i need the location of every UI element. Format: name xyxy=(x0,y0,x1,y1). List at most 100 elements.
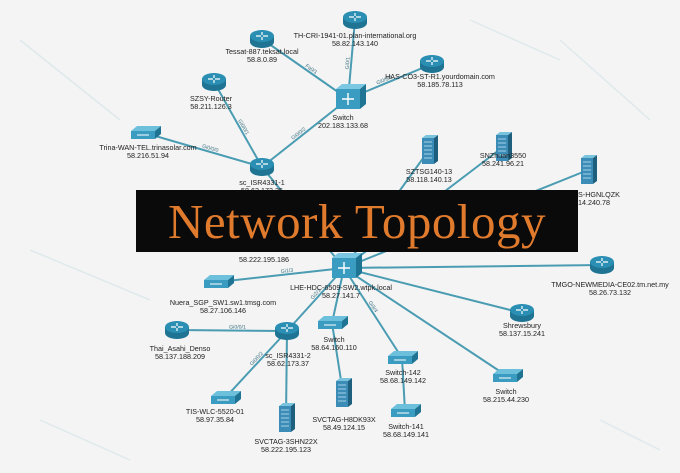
switch-icon[interactable] xyxy=(211,391,241,404)
device-node[interactable]: TH-CRI-1941-01.plan-international.org58.… xyxy=(294,11,417,48)
device-ip: 58.185.78.113 xyxy=(417,80,462,89)
switch-icon[interactable] xyxy=(493,369,523,382)
server-icon[interactable] xyxy=(422,135,438,164)
nodes-layer: TH-CRI-1941-01.plan-international.org 58.… xyxy=(99,11,669,454)
device-name: LHE-HDC-6509-SW2.wtpk.local xyxy=(290,283,392,292)
device-ip: 58.68.149.142 xyxy=(380,376,426,385)
device-ip: 58.118.140.13 xyxy=(406,175,451,184)
server-icon[interactable] xyxy=(279,403,295,432)
device-ip: 58.49.124.15 xyxy=(323,423,365,432)
device-name: Shrewsbury xyxy=(503,321,541,330)
device-ip: 58.8.0.89 xyxy=(247,55,277,64)
device-ip: 58.64.160.110 xyxy=(311,343,356,352)
device-ip: 58.137.15.241 xyxy=(499,329,545,338)
link-line xyxy=(343,267,508,377)
server-icon[interactable] xyxy=(581,155,597,184)
link-line xyxy=(261,98,349,168)
device-ip: 58.27.141.7 xyxy=(322,291,360,300)
device-ip: 58.62.173.37 xyxy=(267,359,309,368)
router-icon[interactable] xyxy=(420,55,444,73)
link-label: Gi1/3 xyxy=(280,268,293,275)
title-banner: Network Topology xyxy=(136,190,578,252)
device-node[interactable]: sc_ISR4331-258.62.173.37 xyxy=(265,322,311,368)
switch-icon[interactable] xyxy=(131,126,161,139)
link-label: Gi0/0/0 xyxy=(201,144,219,154)
router-icon[interactable] xyxy=(275,322,299,340)
router-icon[interactable] xyxy=(202,73,226,91)
router-icon[interactable] xyxy=(165,321,189,339)
device-name: SVCTAG-H8DK93X xyxy=(312,415,376,424)
multilayer-switch-icon[interactable] xyxy=(336,84,366,109)
device-name: SZSY-Router xyxy=(190,94,233,103)
device-ip: 58.97.35.84 xyxy=(196,415,234,424)
link-line xyxy=(343,267,403,359)
device-name: TH-CRI-1941-01.plan-international.org xyxy=(294,31,417,40)
device-ip: 58.27.106.146 xyxy=(200,306,246,315)
link-line xyxy=(343,264,603,269)
switch-icon[interactable] xyxy=(204,275,234,288)
router-icon[interactable] xyxy=(590,256,614,274)
device-ip: 202.183.133.68 xyxy=(318,121,368,130)
router-icon[interactable] xyxy=(250,158,274,176)
device-name: Nuera_SGP_SW1.sw1.tmsg.com xyxy=(170,298,276,307)
link-line xyxy=(217,267,345,283)
multilayer-switch-icon[interactable] xyxy=(332,253,362,278)
server-icon[interactable] xyxy=(336,378,352,407)
device-ip: 58.222.195.123 xyxy=(261,445,311,454)
device-name: TIS-WLC-5520-01 xyxy=(186,407,244,416)
switch-icon[interactable] xyxy=(318,316,348,329)
router-icon[interactable] xyxy=(343,11,367,29)
link-label: Gi3/4 xyxy=(367,300,379,314)
device-name: Switch-141 xyxy=(388,422,424,431)
server-icon[interactable] xyxy=(496,132,512,161)
device-ip: 14.240.78 xyxy=(578,198,610,207)
device-node[interactable]: 58.222.195.186 xyxy=(239,255,289,264)
background-link xyxy=(599,419,661,451)
link-line xyxy=(213,81,263,168)
link-line xyxy=(144,132,263,168)
device-name: sc_ISR4331-1 xyxy=(239,178,285,187)
link-line xyxy=(261,38,349,100)
device-name: SVCTAG-3SHN22X xyxy=(254,437,318,446)
device-name: SNZhuan3550 xyxy=(480,151,526,160)
page-title: Network Topology xyxy=(168,193,546,249)
device-ip: 58.216.51.94 xyxy=(127,151,169,160)
switch-icon[interactable] xyxy=(388,351,418,364)
device-ip: 58.215.44.230 xyxy=(483,395,529,404)
router-icon[interactable] xyxy=(250,30,274,48)
router-icon[interactable] xyxy=(510,304,534,322)
device-name: S-HGNLQZK xyxy=(578,190,620,199)
device-name: sc_ISR4331-2 xyxy=(265,351,311,360)
link-label: Gi0/1 xyxy=(345,57,352,70)
switch-icon[interactable] xyxy=(391,404,421,417)
device-ip: 58.241.96.21 xyxy=(482,159,524,168)
device-name: Switch xyxy=(332,113,353,122)
background-link xyxy=(19,39,121,121)
background-link xyxy=(39,419,131,461)
device-ip: 58.26.73.132 xyxy=(589,288,631,297)
device-name: Thai_Asahi_Denso xyxy=(150,344,211,353)
link-line xyxy=(343,267,523,314)
background-link xyxy=(29,249,151,301)
background-link xyxy=(469,19,561,61)
device-node[interactable]: HAS-CO3-ST-R1.yourdomain.com58.185.78.11… xyxy=(385,55,495,89)
